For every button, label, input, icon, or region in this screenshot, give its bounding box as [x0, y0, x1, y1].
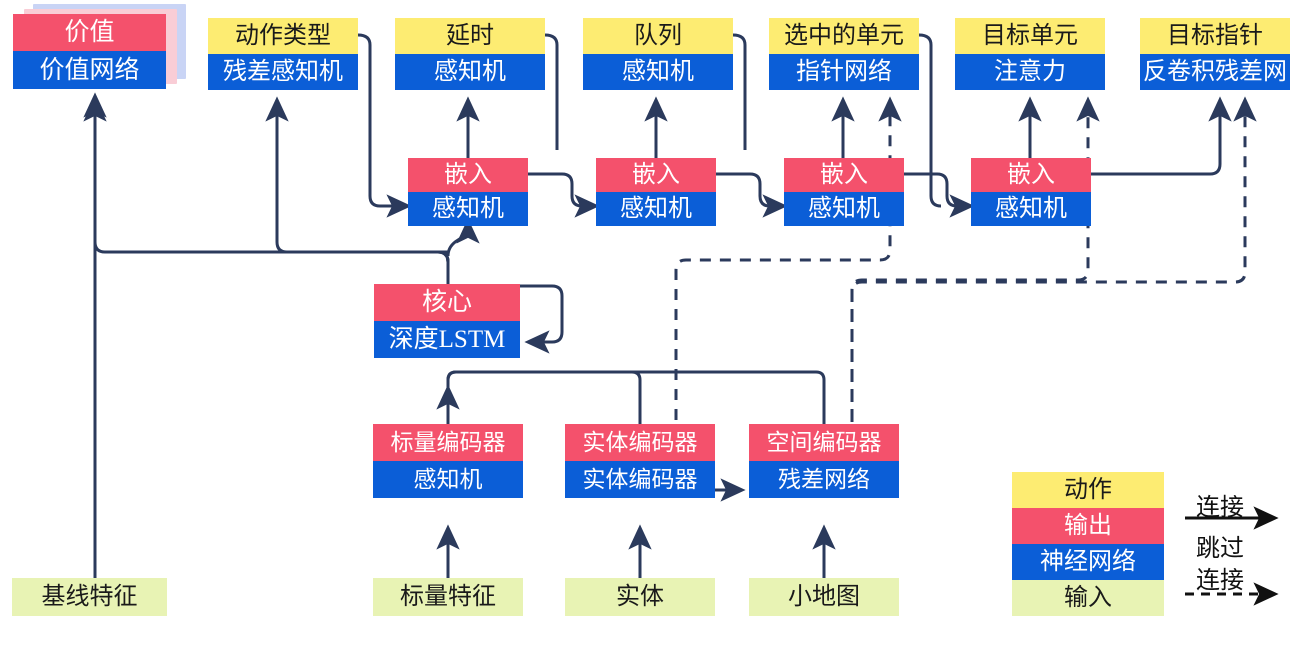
- wire-core-to-value-bus: [93, 100, 450, 284]
- node-selected-units-network-label: 指针网络: [769, 54, 919, 90]
- node-target-point[interactable]: 目标指针 反卷积残差网: [1140, 18, 1290, 90]
- node-core-network-label: 深度LSTM: [374, 321, 520, 358]
- node-queued-action-label: 队列: [583, 18, 733, 54]
- node-baseline-features-label: 基线特征: [41, 584, 138, 610]
- wire-selected-down: [918, 33, 942, 208]
- node-delay-network-label: 感知机: [395, 54, 545, 90]
- legend-network-label: 神经网络: [1012, 544, 1164, 580]
- node-scalar-features[interactable]: 标量特征: [373, 578, 523, 616]
- node-entity-encoder-network-label: 实体编码器: [565, 461, 715, 498]
- node-embed-3-output-label: 嵌入: [784, 158, 904, 192]
- node-entities-label: 实体: [616, 584, 664, 610]
- node-embed-4[interactable]: 嵌入 感知机: [971, 158, 1091, 226]
- wire-delay-down: [544, 33, 559, 150]
- node-action-type[interactable]: 动作类型 残差感知机: [208, 18, 358, 90]
- skip-spatialenc-to-targetunit: [850, 96, 1100, 460]
- node-scalar-encoder-output-label: 标量编码器: [373, 424, 523, 461]
- node-minimap-label: 小地图: [788, 584, 860, 610]
- node-target-unit[interactable]: 目标单元 注意力: [955, 18, 1105, 90]
- legend-action-label: 动作: [1012, 472, 1164, 508]
- skip-spatialenc-to-targetpoint: [850, 96, 1257, 462]
- node-value[interactable]: 价值 价值网络: [13, 14, 166, 89]
- legend-skip-label-line2: 连接: [1196, 568, 1244, 594]
- node-queued[interactable]: 队列 感知机: [583, 18, 733, 90]
- wire-embed4-to-targetpoint: [1090, 96, 1232, 176]
- legend-skip-label-line1: 跳过: [1196, 536, 1244, 562]
- legend-input-label: 输入: [1012, 580, 1164, 616]
- node-target-unit-network-label: 注意力: [955, 54, 1105, 90]
- wire-core-recurrent: [520, 284, 564, 354]
- node-delay-action-label: 延时: [395, 18, 545, 54]
- node-target-point-action-label: 目标指针: [1140, 18, 1290, 54]
- node-queued-network-label: 感知机: [583, 54, 733, 90]
- node-selected-units[interactable]: 选中的单元 指针网络: [769, 18, 919, 90]
- legend-connection-label: 连接: [1196, 495, 1244, 521]
- wire-actiontype-to-embed1: [357, 33, 412, 218]
- node-value-network-label: 价值网络: [13, 51, 166, 89]
- node-embed-4-output-label: 嵌入: [971, 158, 1091, 192]
- legend-color-key: 动作 输出 神经网络 输入: [1012, 472, 1164, 616]
- node-minimap[interactable]: 小地图: [749, 578, 899, 616]
- node-embed-1[interactable]: 嵌入 感知机: [408, 158, 528, 226]
- node-action-type-action-label: 动作类型: [208, 18, 358, 54]
- node-selected-units-action-label: 选中的单元: [769, 18, 919, 54]
- node-target-point-network-label: 反卷积残差网: [1140, 54, 1290, 90]
- node-entity-encoder-output-label: 实体编码器: [565, 424, 715, 461]
- node-embed-3[interactable]: 嵌入 感知机: [784, 158, 904, 226]
- skip-entityenc-to-selected: [674, 96, 902, 460]
- node-scalar-encoder-network-label: 感知机: [373, 461, 523, 498]
- legend-output-label: 输出: [1012, 508, 1164, 544]
- node-scalar-features-label: 标量特征: [400, 584, 496, 610]
- node-value-output-label: 价值: [13, 14, 166, 51]
- node-entity-encoder[interactable]: 实体编码器 实体编码器: [565, 424, 715, 498]
- node-embed-3-network-label: 感知机: [784, 192, 904, 226]
- wire-core-bus-seg: [287, 250, 450, 263]
- wire-core-to-embed1: [446, 218, 480, 257]
- node-entities[interactable]: 实体: [565, 578, 715, 616]
- node-delay[interactable]: 延时 感知机: [395, 18, 545, 90]
- node-core[interactable]: 核心 深度LSTM: [374, 284, 520, 358]
- node-action-type-network-label: 残差感知机: [208, 54, 358, 90]
- node-embed-1-network-label: 感知机: [408, 192, 528, 226]
- wire-spatialenc-to-core: [446, 370, 826, 462]
- node-embed-1-output-label: 嵌入: [408, 158, 528, 192]
- node-spatial-encoder[interactable]: 空间编码器 残差网络: [749, 424, 899, 498]
- node-baseline-features[interactable]: 基线特征: [12, 578, 167, 616]
- node-embed-4-network-label: 感知机: [971, 192, 1091, 226]
- node-target-unit-action-label: 目标单元: [955, 18, 1105, 54]
- node-core-output-label: 核心: [374, 284, 520, 321]
- node-embed-2[interactable]: 嵌入 感知机: [596, 158, 716, 226]
- wire-embed2-to-embed3: [716, 172, 788, 218]
- node-embed-2-network-label: 感知机: [596, 192, 716, 226]
- node-scalar-encoder[interactable]: 标量编码器 感知机: [373, 424, 523, 498]
- node-spatial-encoder-output-label: 空间编码器: [749, 424, 899, 461]
- wire-embed1-to-embed2: [528, 172, 600, 218]
- node-embed-2-output-label: 嵌入: [596, 158, 716, 192]
- wire-queued-down: [732, 33, 747, 150]
- node-spatial-encoder-network-label: 残差网络: [749, 461, 899, 498]
- wire-embed3-to-embed4: [903, 172, 975, 218]
